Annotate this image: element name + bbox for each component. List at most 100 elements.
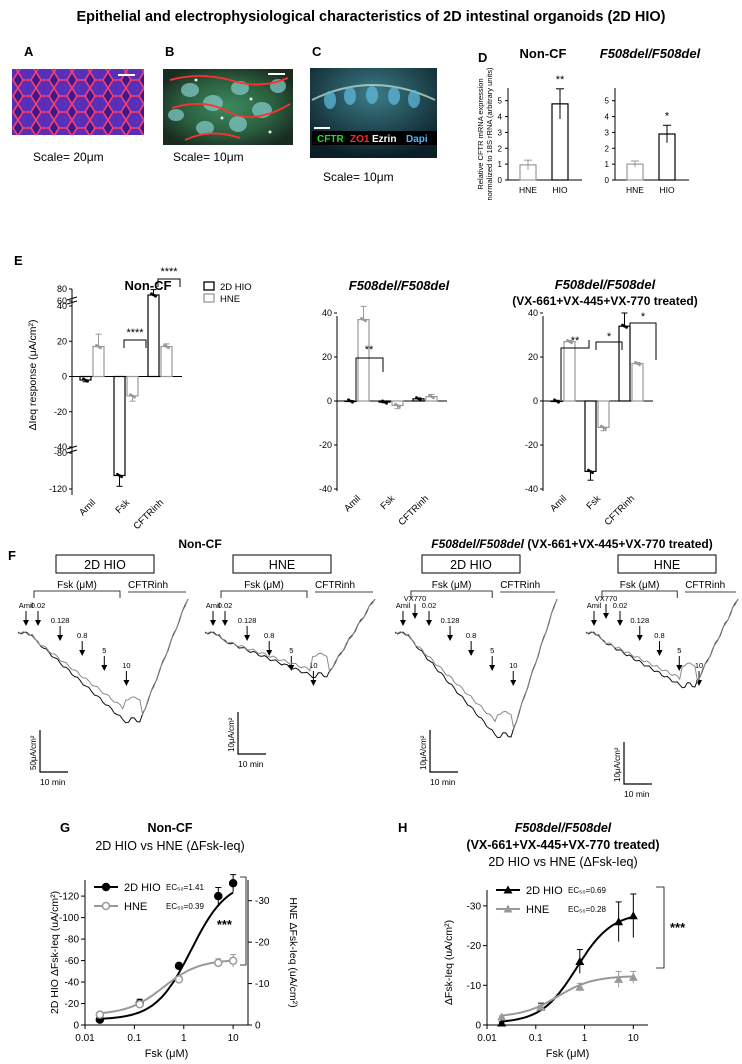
scale-bar xyxy=(623,742,652,785)
arrow-head xyxy=(57,635,64,641)
arrow-label: 0.128 xyxy=(51,616,70,625)
scale-y-label: 10μA/cm² xyxy=(613,747,622,782)
y-tick-label: -100 xyxy=(59,913,79,924)
legend-ec50: EC₅₀=1.41 xyxy=(166,883,204,892)
fit-curve xyxy=(501,915,634,1023)
y-tick-label: 2 xyxy=(605,144,610,153)
data-point xyxy=(503,904,513,913)
scale-x-label: 10 min xyxy=(40,777,66,787)
axis-break xyxy=(66,296,78,301)
stain-ezrin-label: Ezrin xyxy=(372,134,396,145)
x-tick-label: Amil xyxy=(77,497,98,518)
data-point xyxy=(536,1002,546,1011)
trace-box-label: HNE xyxy=(654,558,680,572)
inh-label: CFTRinh xyxy=(500,580,540,591)
significance-bracket xyxy=(123,339,147,348)
significance-bracket xyxy=(157,278,181,287)
y-tick-label: 0 xyxy=(255,1021,261,1032)
arrow-label: 0.128 xyxy=(238,616,257,625)
y-tick-label: 0 xyxy=(62,372,67,382)
data-point xyxy=(575,982,585,991)
y-tick-label: 0 xyxy=(533,396,538,406)
chart-subtitle: 2D HIO vs HNE (ΔFsk-Ieq) xyxy=(95,839,244,853)
y-axis-label-left: 2D HIO ΔFsk-Ieq (uA/cm²) xyxy=(49,891,61,1014)
arrow-label: 5 xyxy=(677,646,681,655)
arrow-head xyxy=(617,620,623,626)
x-tick-label: CFTRinh xyxy=(396,493,431,528)
data-point xyxy=(432,396,435,400)
trace-box xyxy=(421,554,521,574)
data-point xyxy=(625,326,628,329)
scale-bar xyxy=(429,730,458,773)
arrow-label: 0.128 xyxy=(630,616,649,625)
axis-break xyxy=(66,449,78,454)
stain-zo1-label: ZO1 xyxy=(350,134,370,145)
y-tick-label: 2 xyxy=(498,144,503,153)
trace-line xyxy=(585,598,739,683)
y-tick-label: -20 xyxy=(54,407,67,417)
data-point xyxy=(557,400,560,404)
arrow-head xyxy=(400,620,406,626)
arrow-head xyxy=(447,635,454,641)
legend-label: 2D HIO xyxy=(124,882,161,894)
data-point xyxy=(95,1010,105,1019)
significance-marker: * xyxy=(665,110,670,122)
arrow-head xyxy=(23,620,29,626)
x-tick-label: 0.1 xyxy=(529,1033,543,1044)
data-point xyxy=(101,882,111,892)
data-point xyxy=(174,961,184,971)
data-point xyxy=(497,1018,507,1027)
chart-title: F508del/F508del xyxy=(349,278,450,293)
data-point xyxy=(167,346,170,350)
stain-dapi-label: Dapi xyxy=(406,134,428,145)
arrow-label: 5 xyxy=(102,646,106,655)
fit-curve xyxy=(501,975,634,1017)
trace-box-label: 2D HIO xyxy=(450,558,492,572)
arrow-label: 0.8 xyxy=(654,631,664,640)
data-point xyxy=(385,401,388,405)
significance-marker: ** xyxy=(365,344,374,356)
y-tick-label: 0 xyxy=(605,176,610,185)
data-point xyxy=(614,917,624,926)
y-tick-label: 5 xyxy=(498,97,503,106)
y-tick-label: 4 xyxy=(498,113,503,122)
x-tick-label: HIO xyxy=(552,185,568,195)
arrow-label: 0.8 xyxy=(264,631,274,640)
significance-bracket xyxy=(355,357,384,400)
data-point xyxy=(214,891,223,901)
scale-y-label: 50μA/cm² xyxy=(29,735,38,770)
chart-h-dose-response: F508del/F508del(VX-661+VX-445+VX-770 tre… xyxy=(443,821,686,1060)
x-tick-label: HNE xyxy=(626,185,644,195)
data-point xyxy=(351,400,354,404)
trace-box xyxy=(617,554,717,574)
x-tick-label: Fsk xyxy=(585,493,604,512)
y-tick-label: 0 xyxy=(475,1021,481,1032)
y-tick-label: -30 xyxy=(255,896,270,907)
micrograph-b xyxy=(163,69,293,145)
y-tick-label: -40 xyxy=(65,978,80,989)
data-point xyxy=(497,1012,507,1021)
arrow-label: 0.02 xyxy=(31,601,46,610)
chart-title: F508del/F508del xyxy=(600,46,701,61)
y-tick-label: 40 xyxy=(322,308,332,318)
x-tick-label: HIO xyxy=(659,185,675,195)
data-point xyxy=(214,958,223,968)
arrow-label: 5 xyxy=(289,646,293,655)
arrow-head xyxy=(35,620,41,626)
chart-subtitle: 2D HIO vs HNE (ΔFsk-Ieq) xyxy=(488,855,637,869)
data-point xyxy=(638,363,641,367)
significance-bracket xyxy=(595,341,623,350)
data-point xyxy=(99,346,102,350)
arrow-head xyxy=(591,620,597,626)
panel-label-d: D xyxy=(478,50,487,65)
trace-box xyxy=(55,554,155,574)
scale-x-label: 10 min xyxy=(624,789,650,799)
y-tick-label: 3 xyxy=(498,128,503,137)
arrow-head xyxy=(636,635,643,641)
data-point xyxy=(503,885,513,894)
bar xyxy=(160,345,173,378)
stain-cftr-label: CFTR xyxy=(317,134,344,145)
chart-subtitle: (VX-661+VX-445+VX-770 treated) xyxy=(466,838,659,852)
fsk-bracket xyxy=(220,590,308,598)
